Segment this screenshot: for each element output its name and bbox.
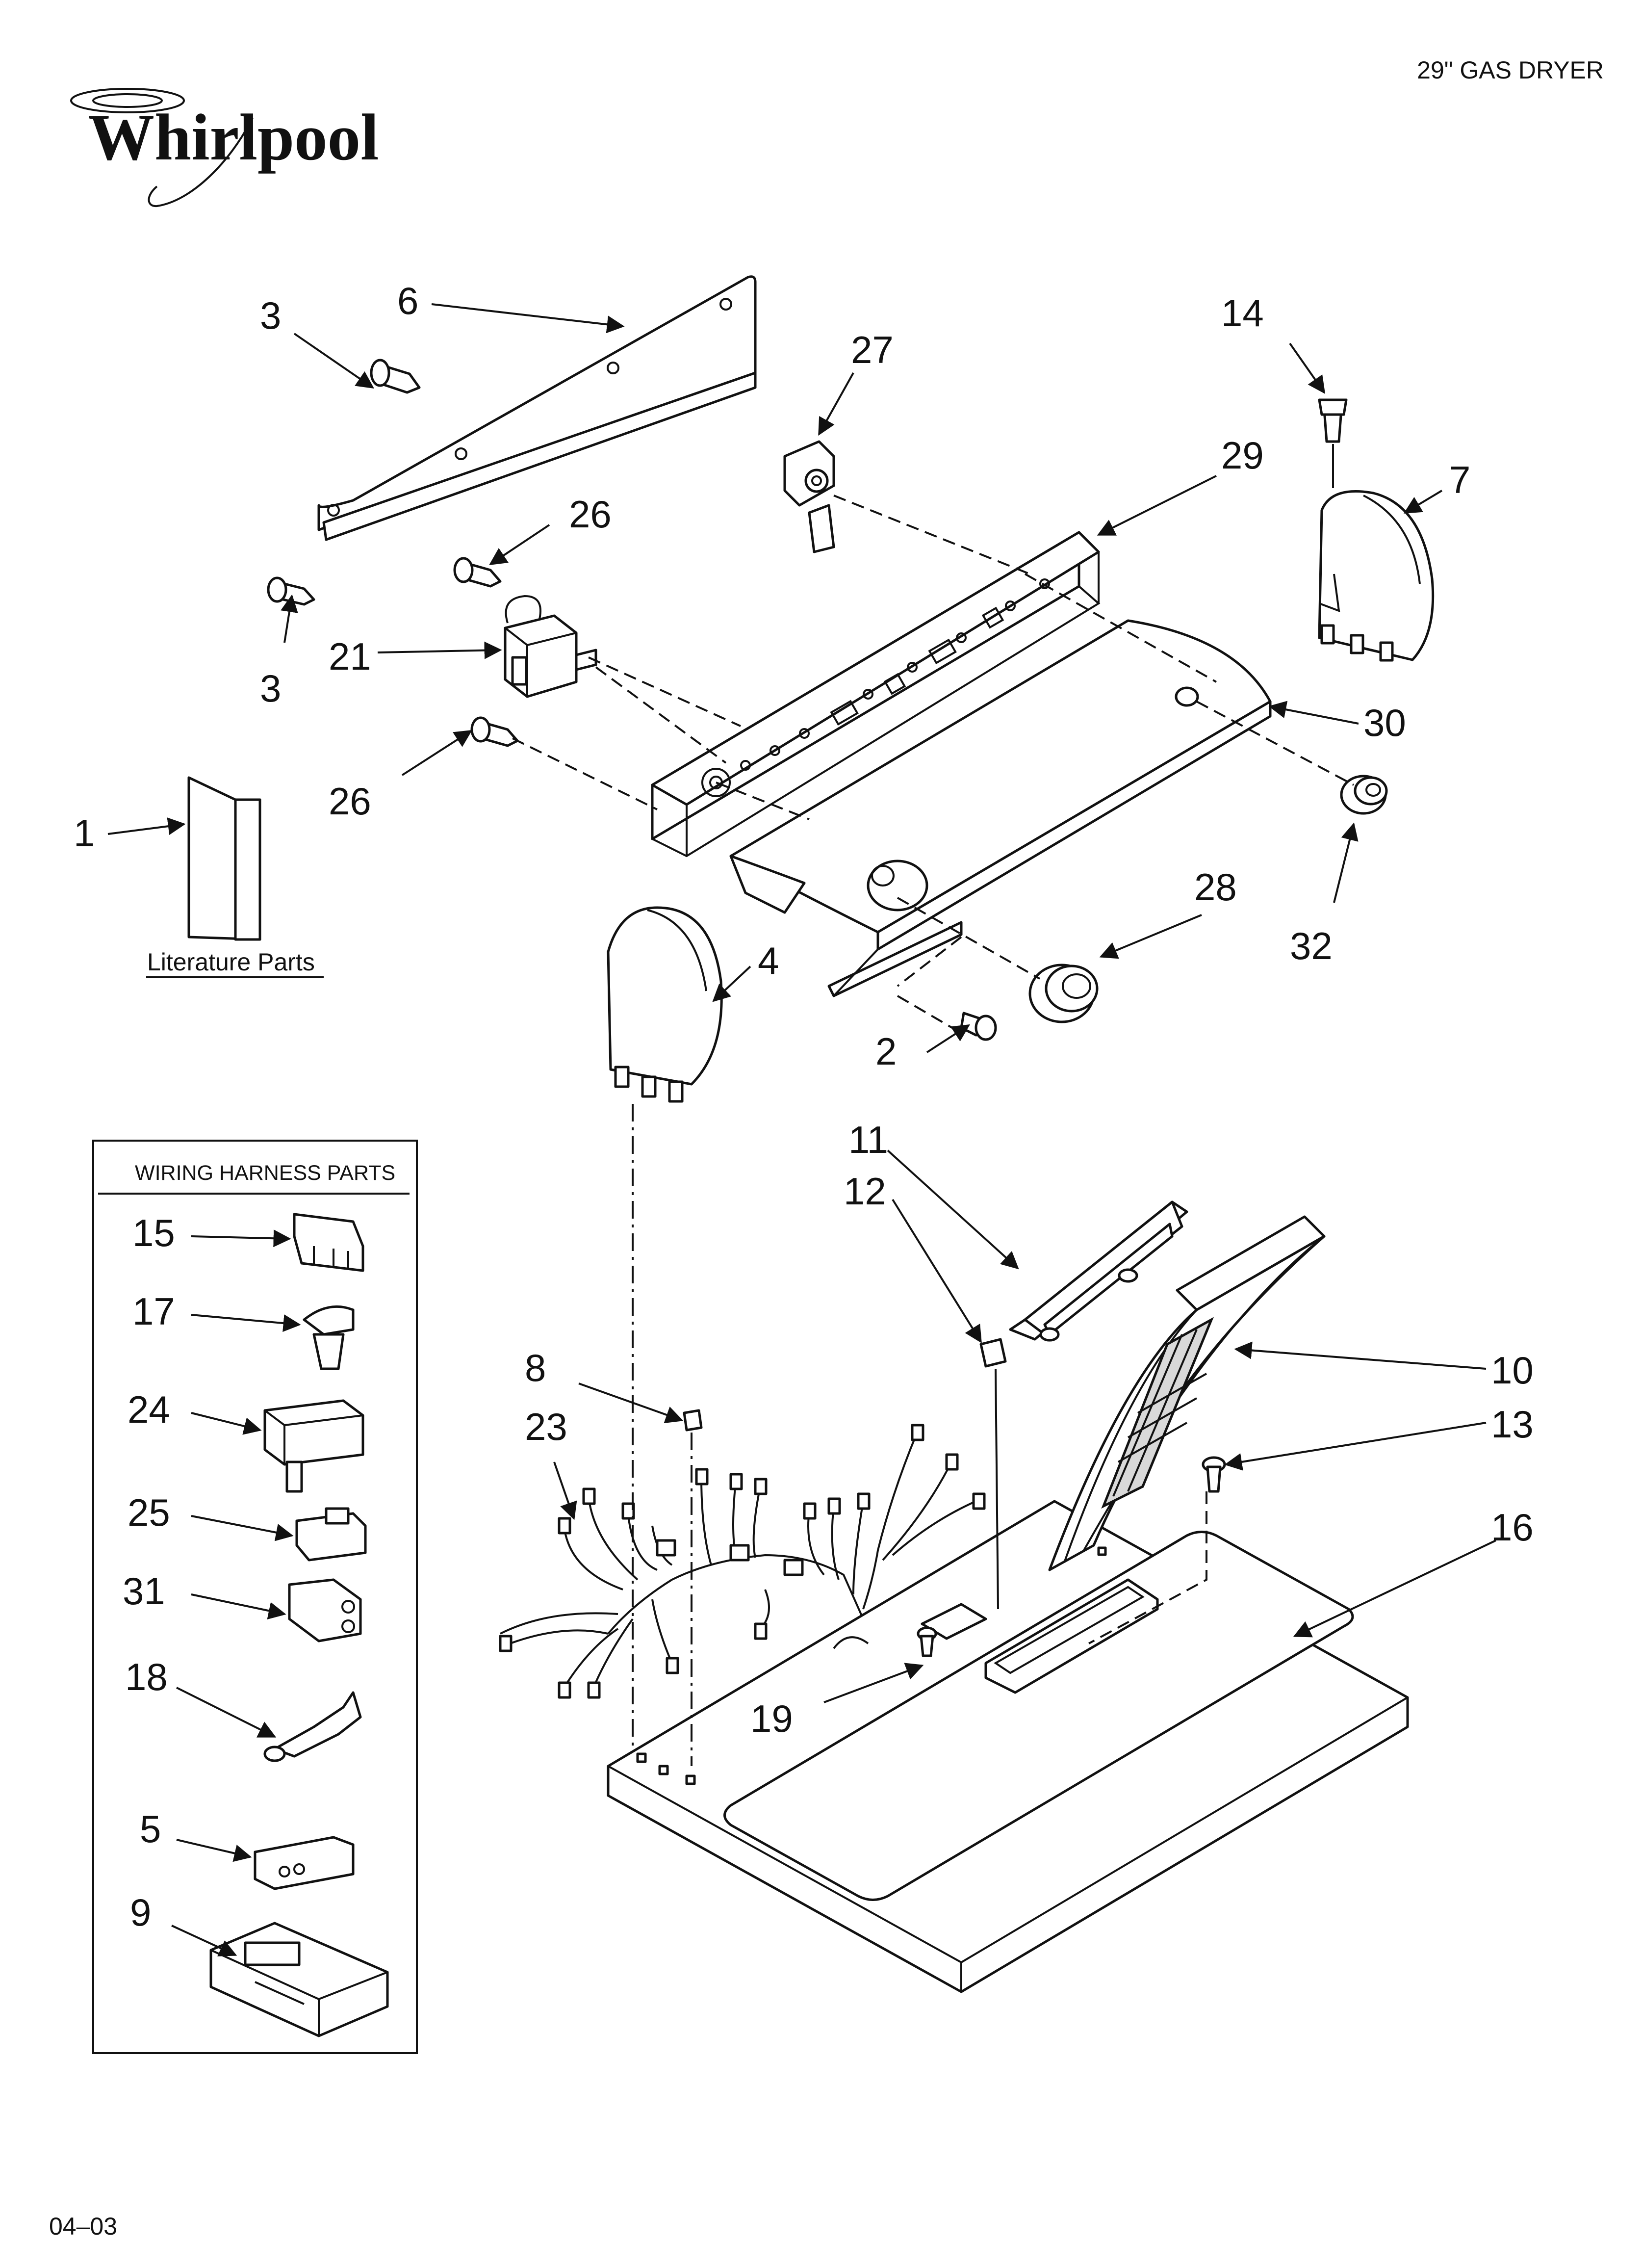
callout-14: 14 bbox=[1221, 291, 1264, 335]
callout-26-lower: 26 bbox=[329, 780, 371, 823]
control-bracket-29 bbox=[651, 531, 1101, 858]
connector-24 bbox=[263, 1399, 364, 1493]
connector-31 bbox=[288, 1578, 362, 1642]
callout-16: 16 bbox=[1491, 1506, 1534, 1549]
screw-26-upper bbox=[453, 557, 502, 588]
connector-block-9 bbox=[209, 1922, 389, 2037]
date-code: 04–03 bbox=[49, 2213, 117, 2240]
callout-9: 9 bbox=[130, 1891, 151, 1934]
callout-19: 19 bbox=[750, 1697, 793, 1740]
lint-cover-11 bbox=[1009, 1200, 1188, 1342]
assembly-lines bbox=[512, 495, 1354, 1766]
switch-27 bbox=[783, 440, 835, 553]
swirl-logo-icon bbox=[70, 88, 254, 208]
callout-23: 23 bbox=[525, 1405, 567, 1448]
callout-31: 31 bbox=[123, 1569, 165, 1613]
model-title: 29" GAS DRYER bbox=[1417, 56, 1604, 84]
callout-30: 30 bbox=[1363, 701, 1406, 744]
screw-3-upper bbox=[370, 359, 421, 394]
door-switch-12 bbox=[979, 1338, 1007, 1610]
callout-24: 24 bbox=[128, 1388, 170, 1431]
callout-12: 12 bbox=[844, 1170, 886, 1213]
brand-name: Whirlpool bbox=[88, 101, 379, 174]
literature-parts-label: Literature Parts bbox=[147, 948, 315, 976]
callout-27: 27 bbox=[851, 328, 894, 371]
console-30 bbox=[729, 619, 1272, 997]
callout-labels: 3 6 27 14 29 7 26 21 3 30 26 1 28 32 4 2… bbox=[74, 279, 1534, 1934]
callout-28: 28 bbox=[1194, 865, 1237, 909]
literature-booklet-1 bbox=[187, 776, 261, 941]
wiring-panel-title: WIRING HARNESS PARTS bbox=[135, 1161, 395, 1185]
callout-17: 17 bbox=[132, 1290, 175, 1333]
wire-harness-23 bbox=[499, 1424, 986, 1699]
callout-18: 18 bbox=[125, 1655, 168, 1698]
timer-motor-21 bbox=[504, 595, 597, 698]
callout-32: 32 bbox=[1290, 924, 1333, 967]
callout-3-upper: 3 bbox=[260, 294, 281, 337]
callout-7: 7 bbox=[1449, 458, 1470, 501]
screw-19 bbox=[917, 1626, 937, 1657]
callout-21: 21 bbox=[329, 635, 371, 678]
connector-25 bbox=[295, 1507, 367, 1562]
callout-1: 1 bbox=[74, 811, 95, 855]
callout-10: 10 bbox=[1491, 1349, 1534, 1392]
callout-11: 11 bbox=[848, 1118, 888, 1161]
screw-13 bbox=[1202, 1456, 1226, 1493]
callout-5: 5 bbox=[140, 1807, 161, 1851]
callout-2: 2 bbox=[875, 1030, 897, 1073]
callout-3-lower: 3 bbox=[260, 667, 281, 710]
connector-5 bbox=[254, 1836, 355, 1890]
leader-arrows bbox=[107, 303, 1496, 1956]
callout-15: 15 bbox=[132, 1211, 175, 1254]
top-panel-16 bbox=[607, 1500, 1409, 1993]
whirlpool-logo: Whirlpool bbox=[70, 88, 379, 208]
clip-8 bbox=[683, 1409, 703, 1432]
console-back-panel bbox=[317, 275, 757, 541]
screw-14 bbox=[1318, 398, 1348, 488]
knob-28 bbox=[1028, 964, 1099, 1023]
terminal-18 bbox=[263, 1691, 362, 1762]
callout-6: 6 bbox=[397, 279, 418, 322]
lint-filter-10 bbox=[1048, 1215, 1326, 1571]
callout-26-upper: 26 bbox=[569, 493, 612, 536]
end-cap-left-4 bbox=[607, 906, 723, 1103]
callout-4: 4 bbox=[758, 939, 779, 982]
callout-29: 29 bbox=[1221, 434, 1264, 477]
clip-17 bbox=[303, 1305, 355, 1370]
callout-13: 13 bbox=[1491, 1403, 1534, 1446]
knob-32 bbox=[1340, 775, 1388, 815]
end-cap-right-7 bbox=[1318, 490, 1435, 662]
screw-26-lower bbox=[470, 716, 519, 747]
connector-15 bbox=[293, 1213, 364, 1272]
callout-8: 8 bbox=[525, 1346, 546, 1389]
wiring-harness-panel: WIRING HARNESS PARTS bbox=[92, 1140, 418, 2054]
callout-25: 25 bbox=[128, 1491, 170, 1534]
